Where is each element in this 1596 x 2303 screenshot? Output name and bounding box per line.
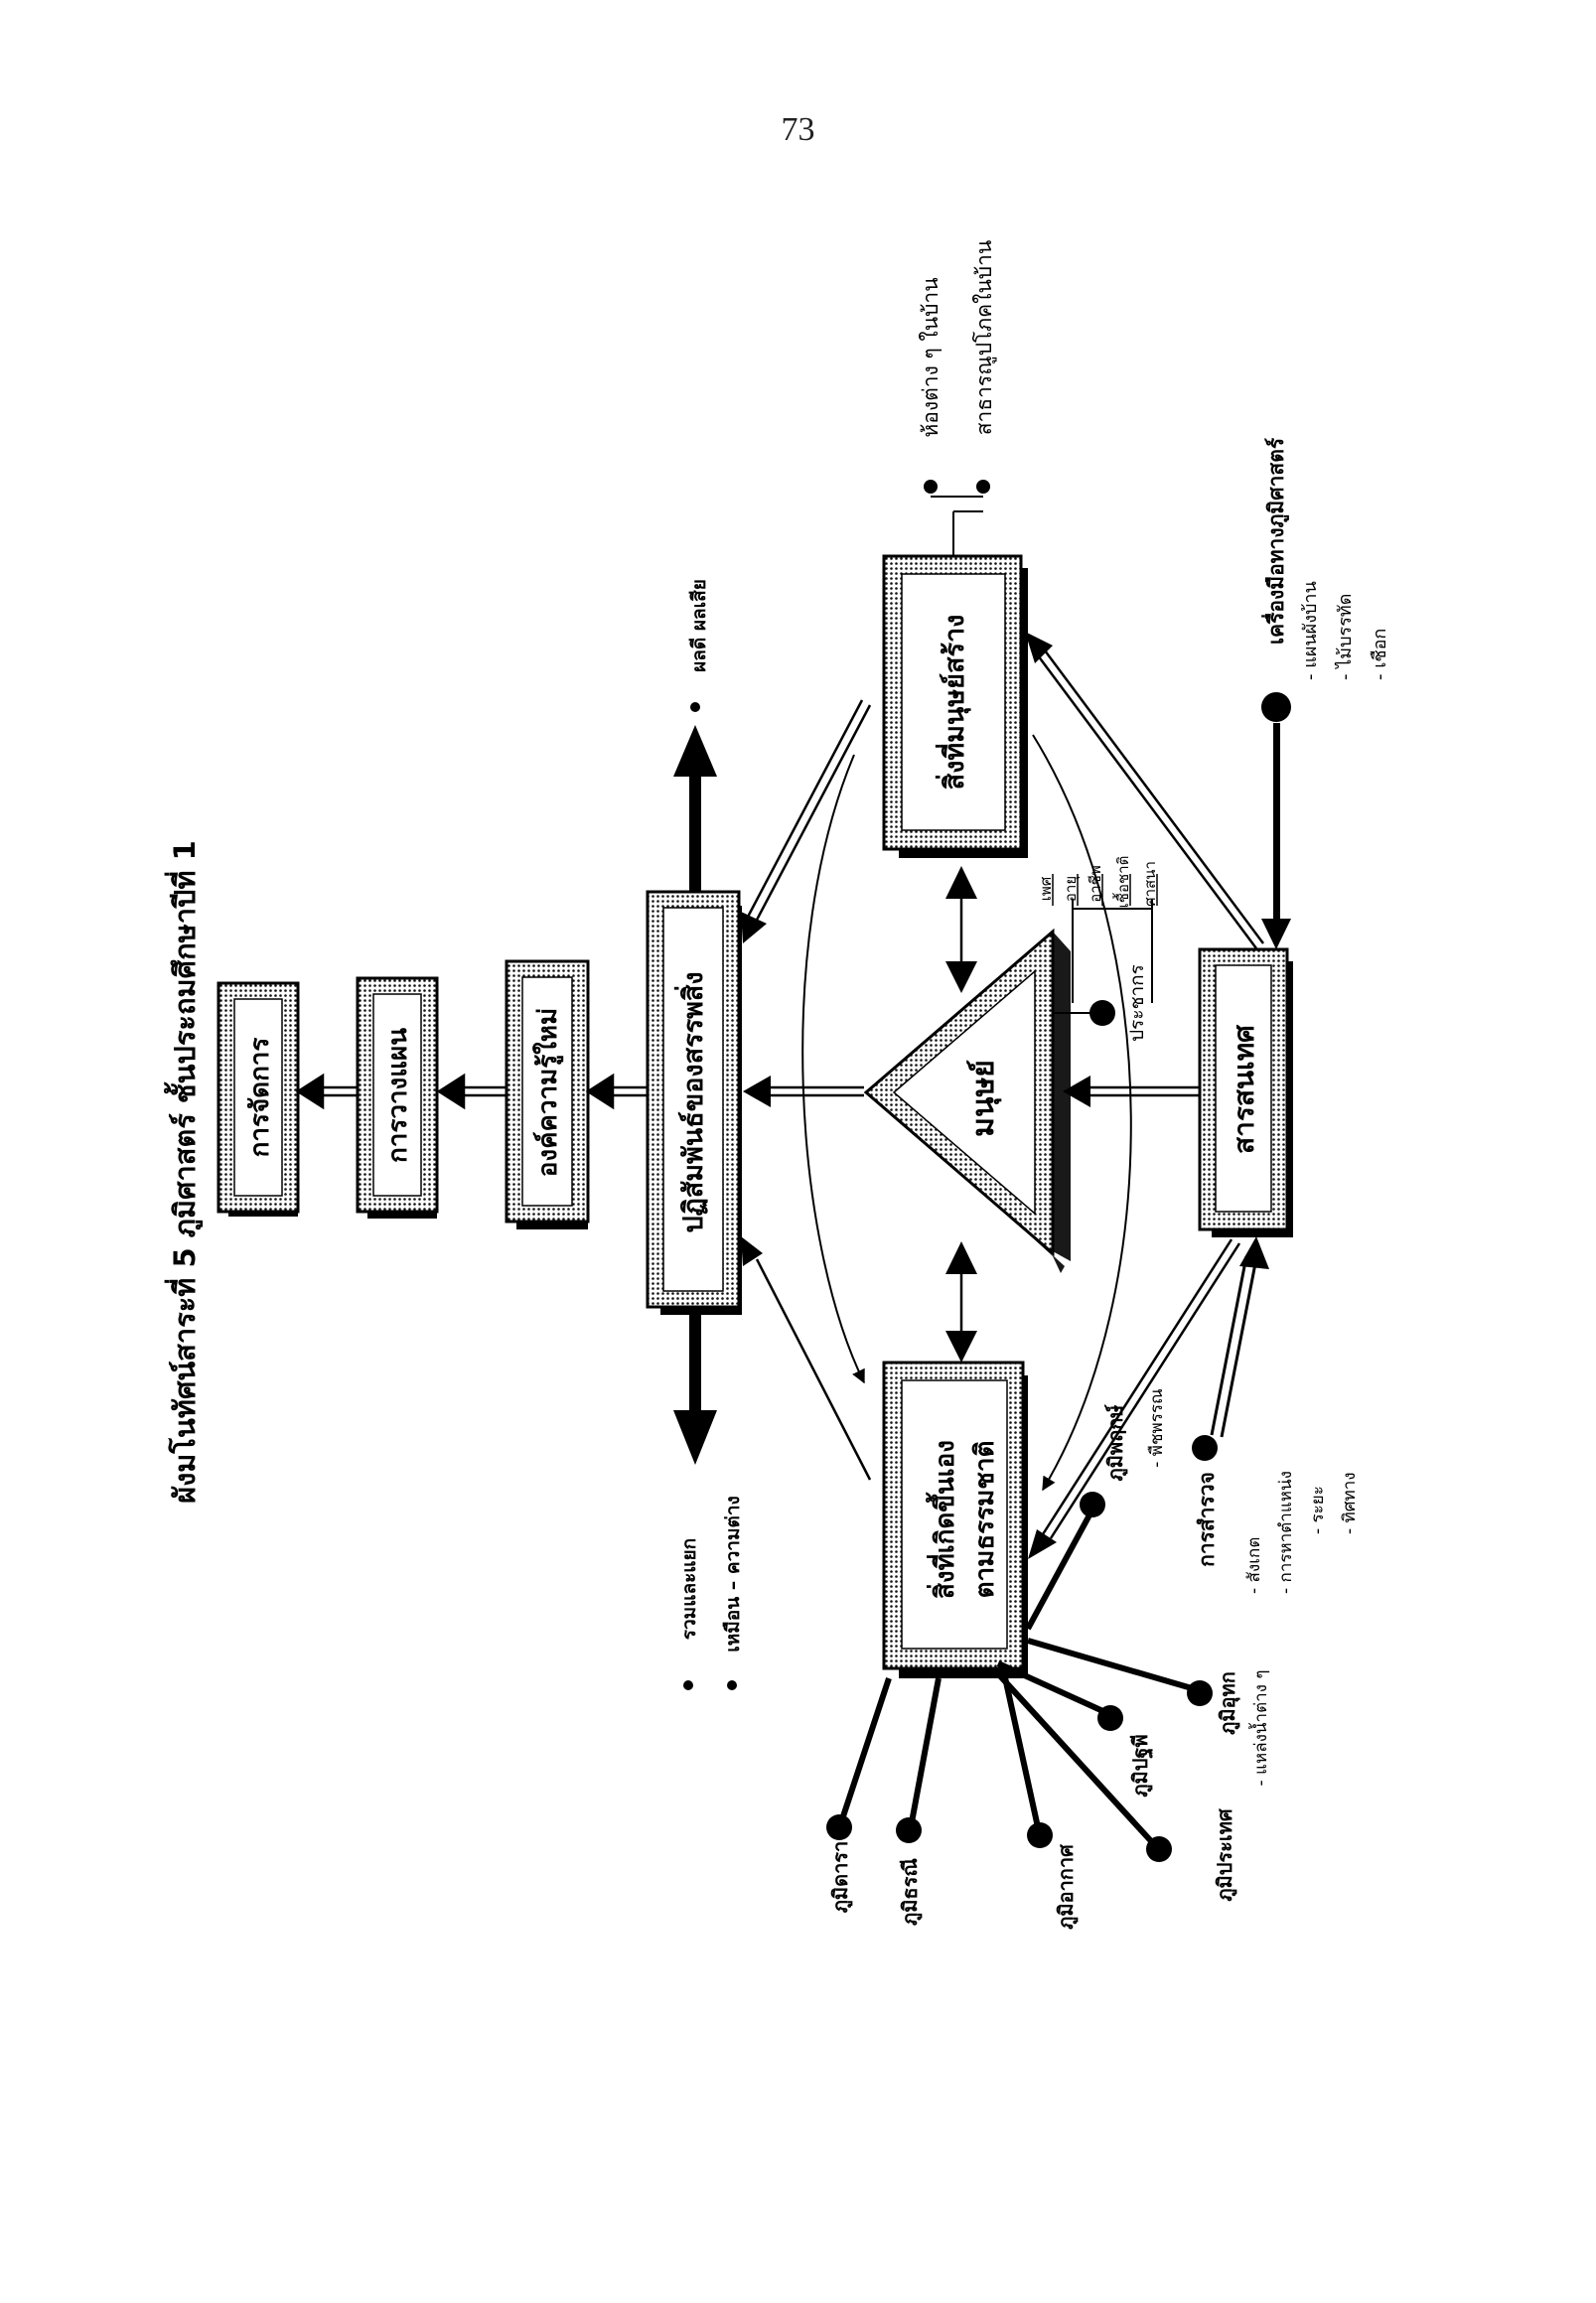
survey-item-4: - ทิศทาง xyxy=(1340,1472,1360,1534)
man-made-example-2: สาธารณูปโภคในบ้าน xyxy=(972,240,997,436)
branch-water: ภูมิอุทก xyxy=(1216,1671,1241,1735)
diagram-title: ผังมโนทัศน์สาระที่ 5 ภูมิศาสตร์ ชั้นประถ… xyxy=(163,840,203,1504)
population-branch xyxy=(1053,899,1153,1014)
page-number: 73 xyxy=(781,111,815,148)
relationship-output-arrows xyxy=(673,725,717,1465)
branch-earth: ภูมิธรณี xyxy=(898,1858,924,1926)
label-similar-different: เหมือน – ความต่าง xyxy=(722,1496,744,1653)
population-attributes xyxy=(1052,874,1158,906)
natural-branch-dots xyxy=(826,1492,1213,1862)
box-relationship[interactable]: ปฏิสัมพันธ์ของสรรพสิ่ง xyxy=(646,890,742,1315)
geo-tool-1: - แผนผังบ้าน xyxy=(1300,581,1321,680)
box-information[interactable]: สารสนเทศ xyxy=(1198,947,1293,1237)
label-relationship: ปฏิสัมพันธ์ของสรรพสิ่ง xyxy=(673,971,709,1232)
natural-branch-lines xyxy=(839,1508,1193,1845)
branch-vegetation-sub: - พืชพรรณ xyxy=(1147,1388,1167,1468)
label-information: สารสนเทศ xyxy=(1228,1024,1260,1154)
man-made-examples-connector xyxy=(931,496,983,556)
survey-title: การสำรวจ xyxy=(1195,1472,1219,1567)
label-man-made: สิ่งที่มนุษย์สร้าง xyxy=(935,615,971,791)
chain-arrows xyxy=(295,1073,648,1110)
connector-arrows xyxy=(741,632,1265,1559)
triangle-human[interactable]: มนุษย์ xyxy=(863,928,1071,1273)
survey-item-2: - การหาตำแหน่ง xyxy=(1276,1471,1296,1594)
survey-connector xyxy=(1192,1236,1269,1461)
survey-item-3: - ระยะ xyxy=(1308,1486,1328,1534)
label-natural-line2: ตามธรรมชาติ xyxy=(970,1441,1000,1599)
branch-landform: ภูมิปฐพี xyxy=(1128,1734,1154,1797)
label-planning: การวางแผน xyxy=(383,1028,413,1163)
box-man-made[interactable]: สิ่งที่มนุษย์สร้าง xyxy=(882,554,1028,858)
pop-attr-sex: เพศ xyxy=(1037,876,1055,901)
label-new-knowledge: องค์ความรู้ใหม่ xyxy=(532,1008,564,1177)
survey-item-1: - สังเกต xyxy=(1244,1537,1264,1594)
geo-tool-2: - ไม้บรรทัด xyxy=(1334,594,1356,680)
label-combine: รวมและแยก xyxy=(678,1538,700,1640)
pop-attr-age: อายุ xyxy=(1062,876,1081,902)
pop-attr-religion: ศาสนา xyxy=(1141,861,1159,907)
geo-tool-3: - เชือก xyxy=(1370,629,1390,680)
box-management: การจัดการ xyxy=(217,981,300,1217)
box-natural[interactable]: สิ่งที่เกิดขึ้นเอง ตามธรรมชาติ xyxy=(882,1361,1028,1678)
label-effects: ผลดี ผลเสีย xyxy=(688,579,710,672)
label-population: ประชากร xyxy=(1126,964,1148,1042)
label-management: การจัดการ xyxy=(245,1038,275,1158)
branch-climate: ภูมิอากาศ xyxy=(1054,1843,1080,1930)
branch-astro: ภูมิดารา xyxy=(828,1841,854,1914)
label-natural-line1: สิ่งที่เกิดขึ้นเอง xyxy=(925,1440,960,1599)
geo-tools-connector xyxy=(1261,692,1291,949)
box-new-knowledge: องค์ความรู้ใหม่ xyxy=(505,959,590,1229)
pop-attr-ethnicity: เชื้อชาติ xyxy=(1112,856,1132,909)
geo-tools-title: เครื่องมือทางภูมิศาสตร์ xyxy=(1260,437,1290,645)
branch-water-sub: - แหล่งน้ำต่าง ๆ xyxy=(1248,1669,1271,1786)
box-planning: การวางแผน xyxy=(356,976,439,1219)
branch-vegetation: ภูมิพฤกษ์ xyxy=(1103,1404,1129,1481)
label-human: มนุษย์ xyxy=(966,1060,1002,1137)
branch-region: ภูมิประเทศ xyxy=(1213,1807,1238,1902)
man-made-example-1: ห้องต่าง ๆ ในบ้าน xyxy=(919,277,943,437)
